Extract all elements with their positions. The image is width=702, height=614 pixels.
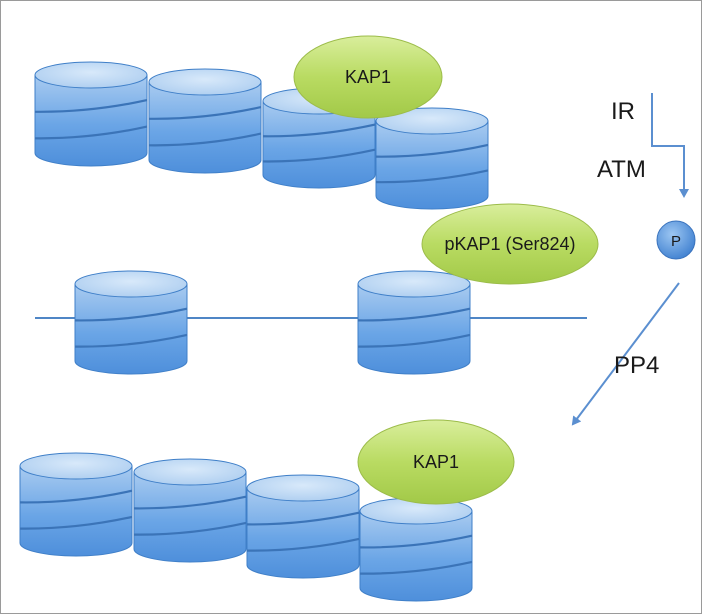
- nucleosome: [246, 474, 360, 579]
- kap1-bottom-label: KAP1: [413, 452, 459, 472]
- dna-wrap: [262, 148, 376, 163]
- dna-wrap: [262, 123, 376, 138]
- nucleosome: [19, 452, 133, 557]
- nucleosome: [375, 107, 489, 210]
- dna-wrap: [357, 307, 471, 322]
- dna-wrap: [375, 169, 489, 184]
- dna-wrap: [19, 515, 133, 530]
- dna-wrap: [359, 534, 473, 549]
- dna-wrap: [375, 143, 489, 158]
- dna-wrap: [34, 125, 148, 140]
- dna-wrap: [19, 489, 133, 504]
- kap1-top-label: KAP1: [345, 67, 391, 87]
- nucleosome: [34, 61, 148, 167]
- dna-wrap: [357, 333, 471, 348]
- nucleosome: [148, 68, 262, 174]
- pkap1-label: pKAP1 (Ser824): [444, 234, 575, 254]
- pp4-dephosphorylation-arrow: [571, 282, 680, 426]
- pp4-label: PP4: [614, 352, 659, 379]
- phospho-label: P: [671, 233, 681, 250]
- dna-wrap: [359, 560, 473, 575]
- dna-wrap: [133, 521, 247, 536]
- kap1-top: KAP1: [293, 35, 443, 119]
- dna-wrap: [34, 99, 148, 113]
- nucleosome: [359, 497, 473, 602]
- phospho-group: P: [656, 220, 696, 260]
- compact-chromatin-bottom: [19, 452, 473, 602]
- atm-label: ATM: [597, 156, 646, 183]
- dna-wrap: [246, 537, 360, 552]
- nucleosome: [133, 458, 247, 563]
- ir-label: IR: [611, 98, 635, 125]
- dna-wrap: [148, 132, 262, 147]
- dna-wrap: [246, 511, 360, 526]
- dna-wrap: [74, 307, 188, 322]
- nucleosome: [357, 270, 471, 375]
- dna-wrap: [148, 106, 262, 120]
- nucleosome: [74, 270, 188, 375]
- relaxed-chromatin-middle: [74, 270, 471, 375]
- dna-wrap: [74, 333, 188, 348]
- dna-wrap: [133, 495, 247, 510]
- pkap1: pKAP1 (Ser824): [421, 203, 599, 285]
- atm-phosphorylation-arrow: [651, 93, 689, 198]
- kap1-bottom: KAP1: [357, 419, 515, 505]
